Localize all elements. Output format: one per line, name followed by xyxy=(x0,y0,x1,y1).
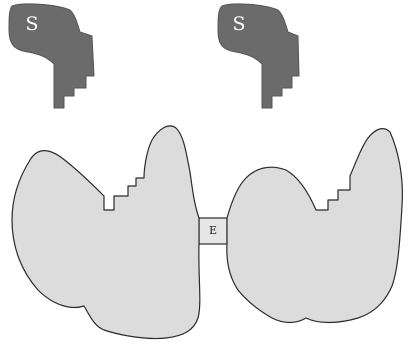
piece-left: S xyxy=(8,3,95,109)
piece-left-shape xyxy=(8,3,95,109)
connector-label: E xyxy=(209,224,217,237)
region-right xyxy=(226,128,403,324)
region-left xyxy=(11,125,201,340)
piece-right-label: S xyxy=(232,13,245,35)
piece-right-shape xyxy=(217,3,300,109)
piece-left-label: S xyxy=(25,13,38,35)
piece-right: S xyxy=(217,3,300,109)
